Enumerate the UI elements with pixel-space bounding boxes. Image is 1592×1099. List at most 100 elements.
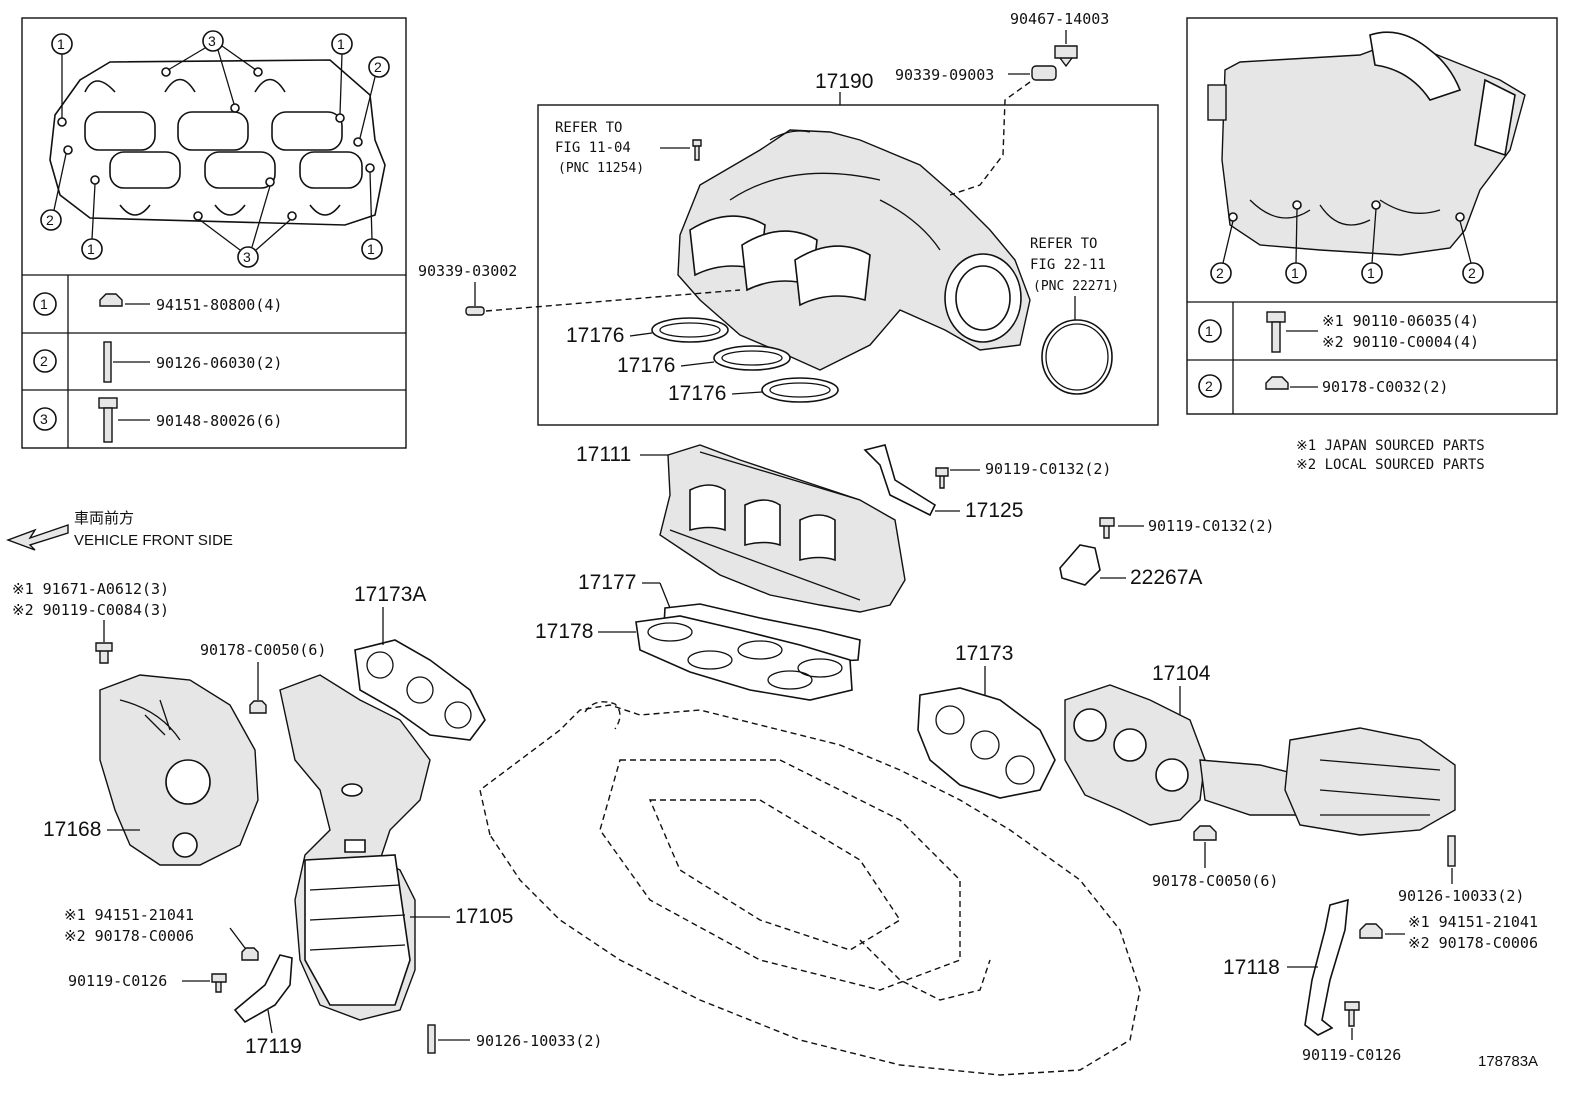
left-note-1: ※1 91671-A0612(3) — [12, 580, 169, 598]
legend-row-right-2: 2 90178-C0032(2) — [1198, 374, 1448, 398]
intake-plenum-17111 — [659, 444, 906, 613]
stud-icon — [427, 1024, 436, 1054]
legend-num: 2 — [40, 353, 48, 369]
part-90119-C0132b-label: 90119-C0132(2) — [1148, 517, 1274, 535]
intake-manifold-box: 17190 REFER TO FIG 11-04 (PNC 11254) REF… — [537, 70, 1159, 426]
callout-text: 2 — [1216, 265, 1224, 281]
sensor-icon — [692, 139, 702, 161]
legend-part: 90126-06030(2) — [156, 354, 282, 372]
bolt-icon — [935, 467, 949, 489]
left-mid-note-2: ※2 90178-C0006 — [64, 927, 194, 945]
engine-outline — [479, 701, 1141, 1076]
part-17118-label: 17118 — [1223, 956, 1280, 979]
gasket-17176-b — [713, 345, 791, 371]
note-japan: ※1 JAPAN SOURCED PARTS — [1296, 438, 1485, 454]
nut-icon — [99, 293, 123, 307]
vehicle-front-arrow-icon — [5, 524, 69, 551]
part-17105-label: 17105 — [455, 905, 513, 928]
nut-icon — [1265, 376, 1289, 390]
manifold-inset: 2 1 1 2 1 ※1 90110-06035(4) ※2 90110-C00… — [1186, 17, 1558, 415]
gasket-17178 — [635, 615, 853, 701]
callout-text: 1 — [337, 36, 345, 52]
heat-insulator-17168 — [99, 674, 259, 866]
callout-text: 1 — [1291, 265, 1299, 281]
legend-num: 2 — [1205, 378, 1213, 394]
part-17111-label: 17111 — [576, 443, 631, 466]
hose-icon — [1031, 65, 1057, 81]
part-17177-label: 17177 — [578, 571, 636, 594]
gasket-17173 — [917, 687, 1056, 799]
left-mid-note-1: ※1 94151-21041 — [64, 906, 194, 924]
legend-part: 90148-80026(6) — [156, 412, 282, 430]
part-90467-14003-label: 90467-14003 — [1010, 10, 1109, 28]
gasket-17176-c — [761, 377, 839, 403]
part-90339-09003-label: 90339-09003 — [895, 66, 994, 84]
plug-icon — [465, 306, 485, 316]
stud-icon — [1447, 835, 1456, 867]
callout-icons-right: 2 1 1 2 — [1210, 208, 1484, 284]
part-90119-C0132-label: 90119-C0132(2) — [985, 460, 1111, 478]
callout-1-icon: 1 1 1 1 — [51, 33, 383, 260]
part-17173A-label: 17173A — [354, 583, 426, 606]
refer-text: FIG 22-11 — [1030, 257, 1106, 273]
gasket-17176-stack — [651, 317, 839, 403]
exhaust-manifold-17105 — [279, 674, 431, 1021]
front-side-jp: 車両前方 — [74, 510, 134, 527]
refer-text: FIG 11-04 — [555, 140, 631, 156]
part-90339-03002-label: 90339-03002 — [418, 262, 517, 280]
part-90126-10033a-label: 90126-10033(2) — [476, 1032, 602, 1050]
intake-manifold-drawing — [677, 129, 1031, 371]
refer-text: REFER TO — [555, 120, 622, 136]
callout-text: 3 — [243, 249, 251, 265]
part-90178-C0050b-label: 90178-C0050(6) — [1152, 872, 1278, 890]
legend-row-3: 3 90148-80026(6) — [33, 397, 282, 443]
part-90178-C0050a-label: 90178-C0050(6) — [200, 641, 326, 659]
callout-text: 1 — [367, 241, 375, 257]
bolt-icon — [95, 642, 113, 664]
bracket-17119 — [233, 954, 293, 1024]
part-17178-label: 17178 — [535, 620, 593, 643]
bolt-icon — [1266, 311, 1286, 353]
part-17125-label: 17125 — [965, 499, 1023, 522]
refer-text: (PNC 11254) — [558, 161, 644, 176]
legend-row-right-1: 1 ※1 90110-06035(4) ※2 90110-C0004(4) — [1198, 311, 1479, 353]
callout-2-icon: 2 2 — [40, 56, 390, 231]
callout-text: 2 — [374, 59, 382, 75]
gasket-17176-a — [651, 317, 729, 343]
bolt-icon — [211, 973, 227, 993]
stud-icon — [103, 341, 112, 383]
callout-text: 2 — [1468, 265, 1476, 281]
callout-3-icon: 3 3 — [167, 30, 291, 268]
callout-text: 1 — [87, 241, 95, 257]
nut-icon — [249, 700, 267, 714]
part-17176-label: 17176 — [617, 354, 675, 377]
refer-text: (PNC 22271) — [1033, 279, 1119, 294]
throttle-gasket-ring — [1041, 319, 1113, 395]
note-local: ※2 LOCAL SOURCED PARTS — [1296, 457, 1485, 473]
left-note-2: ※2 90119-C0084(3) — [12, 601, 169, 619]
intake-gasket-drawing — [49, 59, 386, 226]
nut-icon — [241, 947, 259, 961]
part-17104-label: 17104 — [1152, 662, 1211, 685]
figure-id: 178783A — [1478, 1053, 1538, 1070]
clip-icon — [1054, 45, 1078, 68]
bracket-17125 — [863, 444, 949, 517]
legend-part: ※1 90110-06035(4) — [1322, 312, 1479, 330]
right-note-2: ※2 90178-C0006 — [1408, 934, 1538, 952]
part-90126-10033b-label: 90126-10033(2) — [1398, 887, 1524, 905]
gasket-inset: 1 1 1 1 2 2 3 3 1 94151-80800(4) — [21, 17, 407, 449]
part-90119-C0126a-label: 90119-C0126 — [68, 972, 167, 990]
part-17190-label: 17190 — [815, 70, 873, 93]
callout-text: 1 — [57, 36, 65, 52]
refer-text: REFER TO — [1030, 236, 1097, 252]
legend-part: 90178-C0032(2) — [1322, 378, 1448, 396]
nut-icon — [1359, 923, 1383, 939]
callout-text: 1 — [1367, 265, 1375, 281]
legend-num: 1 — [40, 296, 48, 312]
part-90119-C0126b-label: 90119-C0126 — [1302, 1046, 1401, 1064]
part-22267A-label: 22267A — [1130, 566, 1202, 589]
part-17176-label: 17176 — [668, 382, 726, 405]
right-note-1: ※1 94151-21041 — [1408, 913, 1538, 931]
bracket-22267A — [1059, 517, 1115, 586]
